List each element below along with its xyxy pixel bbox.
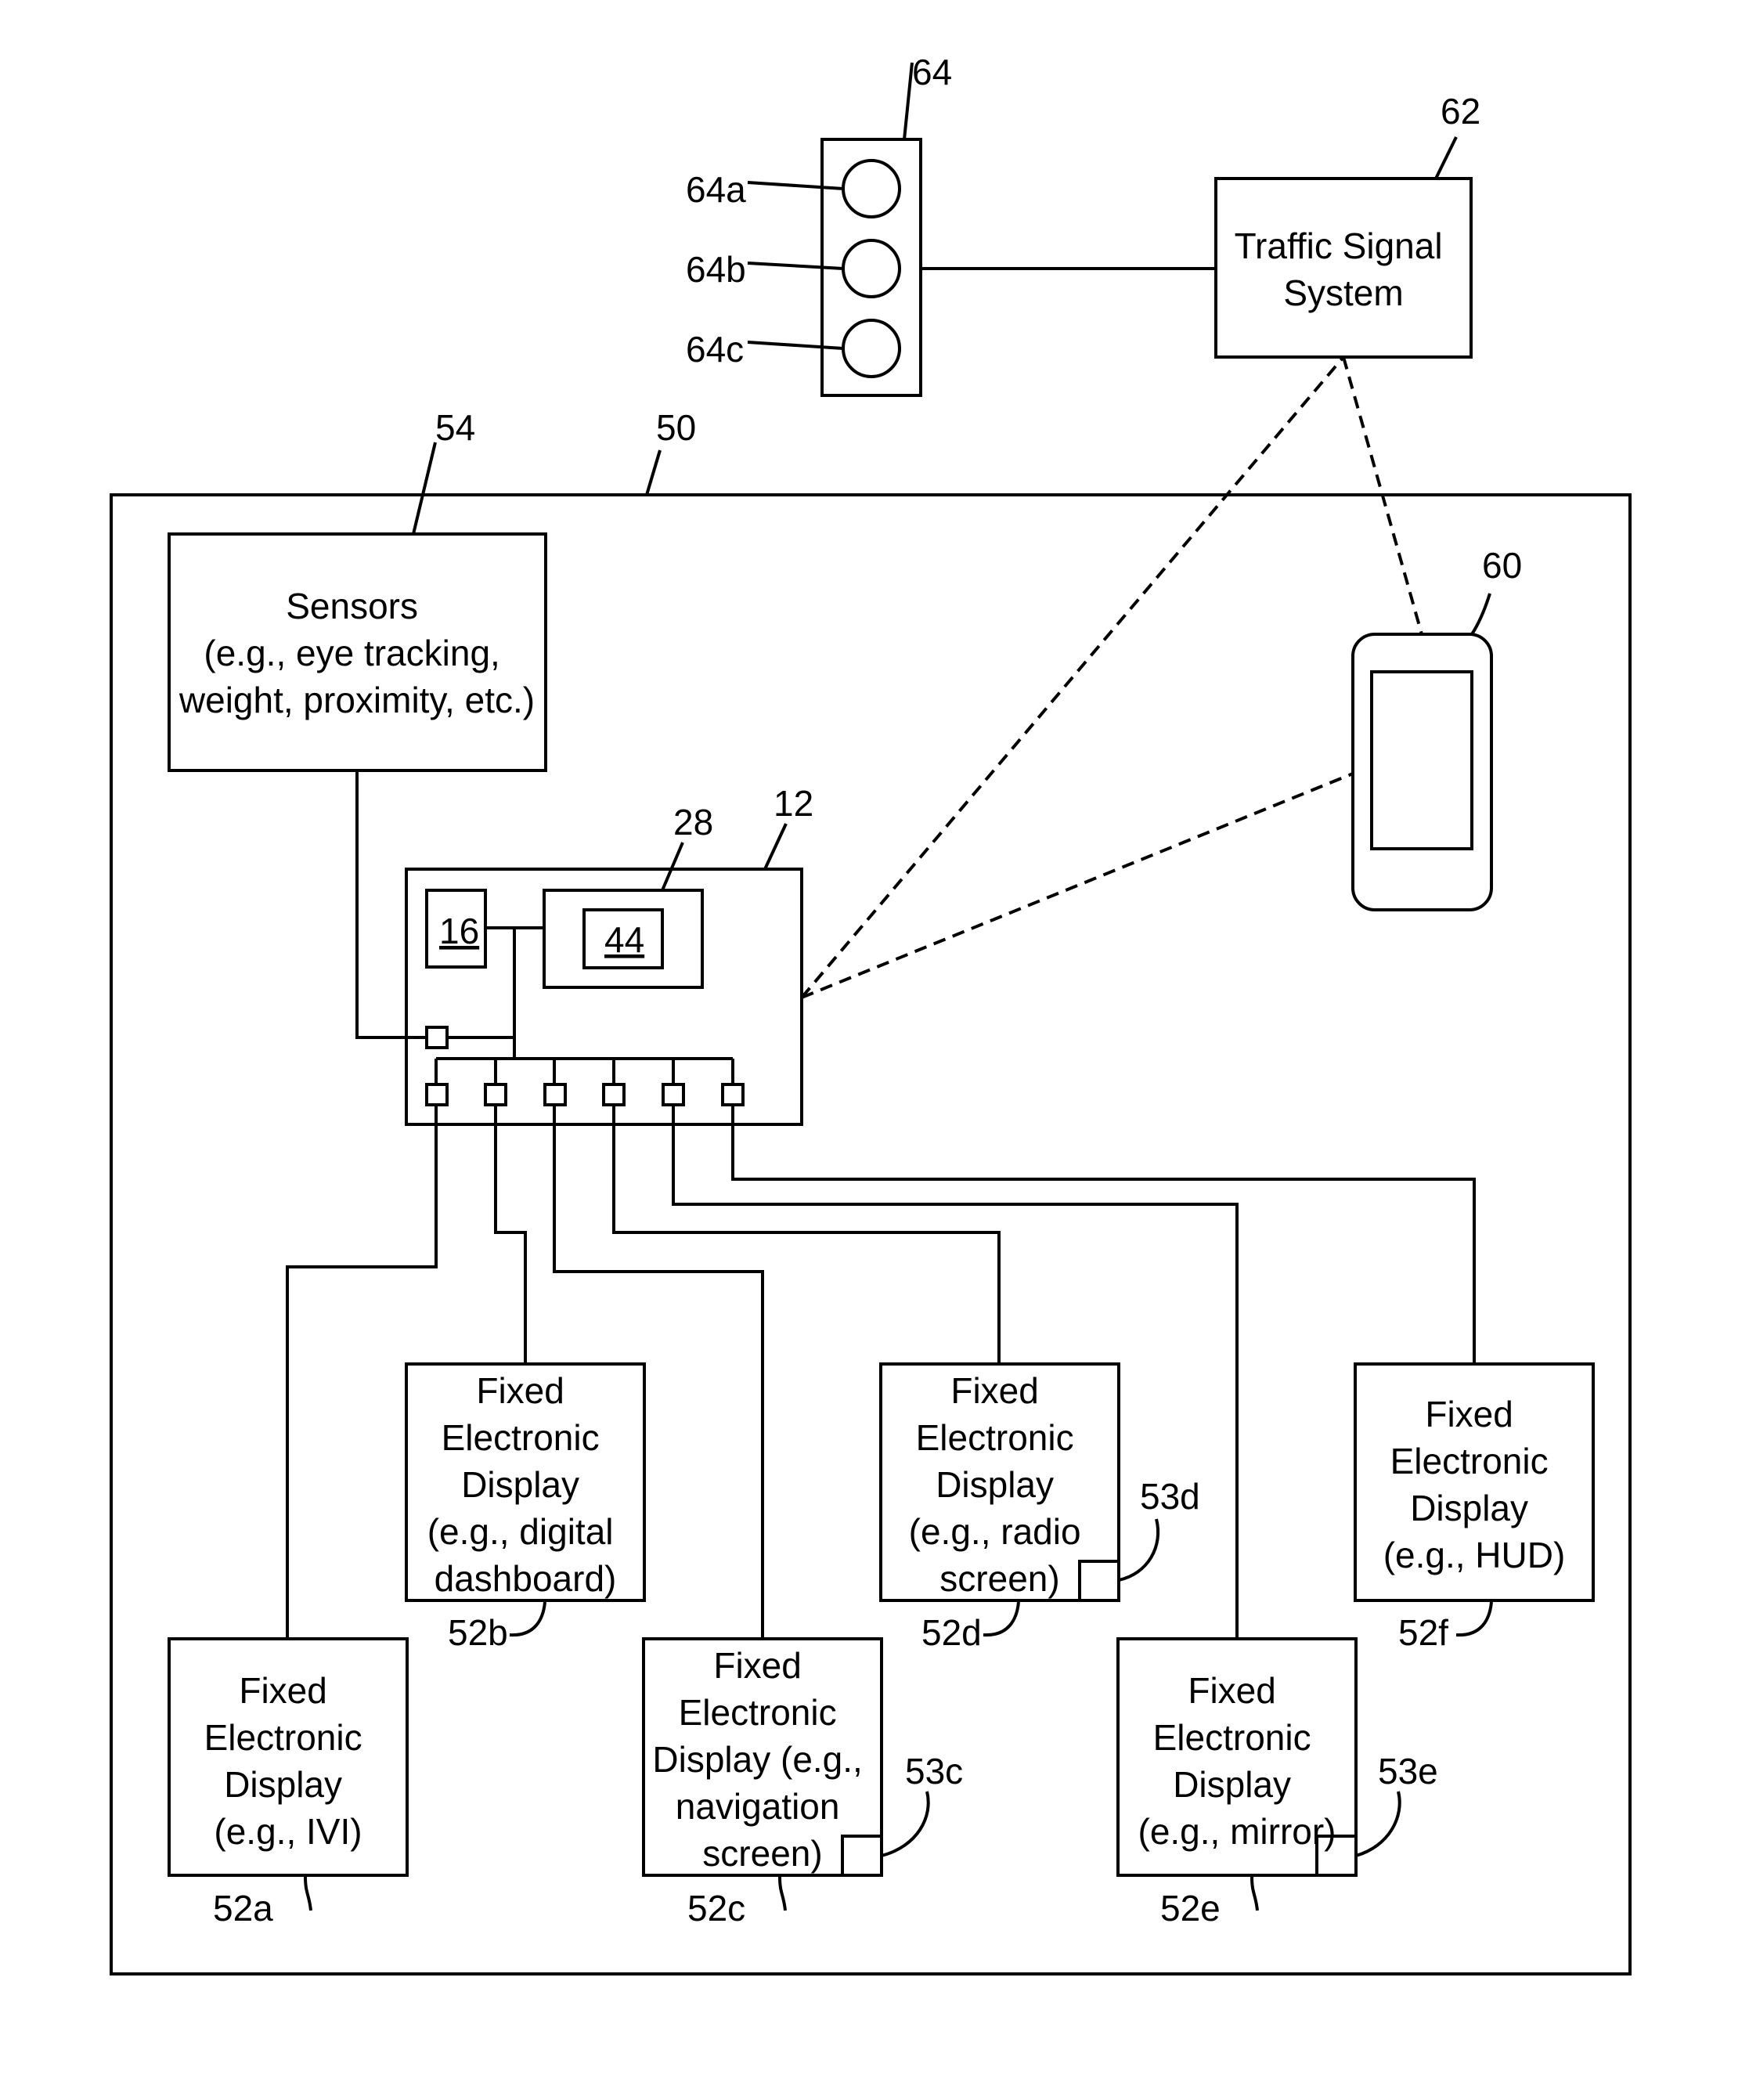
wire-display-b bbox=[496, 1105, 525, 1364]
display-b-text: Fixed Electronic Display (e.g., digital … bbox=[427, 1370, 624, 1599]
traffic-light-lamp-a bbox=[843, 161, 900, 217]
label-module: 28 bbox=[673, 802, 713, 843]
label-vehicle: 50 bbox=[656, 407, 696, 448]
label-display-d: 52d bbox=[921, 1612, 982, 1653]
output-port bbox=[604, 1084, 624, 1105]
label-display-c: 52c bbox=[687, 1888, 745, 1929]
label-indicator-e: 53e bbox=[1378, 1751, 1438, 1791]
label-traffic-system: 62 bbox=[1441, 91, 1480, 132]
sensors-text: Sensors (e.g., eye tracking, weight, pro… bbox=[179, 586, 535, 720]
traffic-light-lamp-c bbox=[843, 320, 900, 377]
display-d-text: Fixed Electronic Display (e.g., radio sc… bbox=[909, 1370, 1091, 1599]
label-display-b: 52b bbox=[448, 1612, 508, 1653]
label-display-f: 52f bbox=[1398, 1612, 1448, 1653]
wire-display-a bbox=[287, 1105, 436, 1639]
display-c-text: Fixed Electronic Display (e.g., navigati… bbox=[652, 1645, 872, 1874]
display-f-text: Fixed Electronic Display (e.g., HUD) bbox=[1383, 1394, 1566, 1575]
output-port bbox=[545, 1084, 565, 1105]
output-port bbox=[427, 1084, 447, 1105]
sensors-link bbox=[357, 770, 427, 1037]
label-display-e: 52e bbox=[1160, 1888, 1221, 1929]
indicator-c bbox=[842, 1836, 882, 1875]
label-indicator-d: 53d bbox=[1140, 1476, 1200, 1517]
label-mobile-device: 60 bbox=[1482, 545, 1522, 586]
label-sub-module: 44 bbox=[604, 919, 644, 960]
display-e-text: Fixed Electronic Display (e.g., mirror) bbox=[1138, 1670, 1336, 1852]
traffic-signal-system-box bbox=[1216, 179, 1471, 357]
wire-display-d bbox=[614, 1105, 999, 1364]
sensor-port bbox=[427, 1027, 447, 1048]
label-sensors: 54 bbox=[435, 407, 475, 448]
label-traffic-light: 64 bbox=[912, 52, 952, 92]
label-processor: 16 bbox=[439, 911, 479, 951]
label-light-a: 64a bbox=[686, 169, 746, 210]
display-a-text: Fixed Electronic Display (e.g., IVI) bbox=[204, 1670, 373, 1852]
indicator-d bbox=[1080, 1561, 1119, 1600]
label-light-b: 64b bbox=[686, 249, 746, 290]
traffic-light-lamp-b bbox=[843, 240, 900, 297]
mobile-device bbox=[1353, 634, 1491, 910]
wireless-links bbox=[802, 357, 1422, 998]
wire-display-f bbox=[733, 1105, 1474, 1364]
label-controller: 12 bbox=[774, 783, 813, 824]
output-port bbox=[485, 1084, 506, 1105]
label-indicator-c: 53c bbox=[905, 1751, 963, 1791]
output-port bbox=[663, 1084, 683, 1105]
label-display-a: 52a bbox=[213, 1888, 273, 1929]
traffic-signal-system-text: Traffic Signal System bbox=[1235, 226, 1453, 313]
label-light-c: 64c bbox=[686, 329, 744, 370]
output-port bbox=[723, 1084, 743, 1105]
